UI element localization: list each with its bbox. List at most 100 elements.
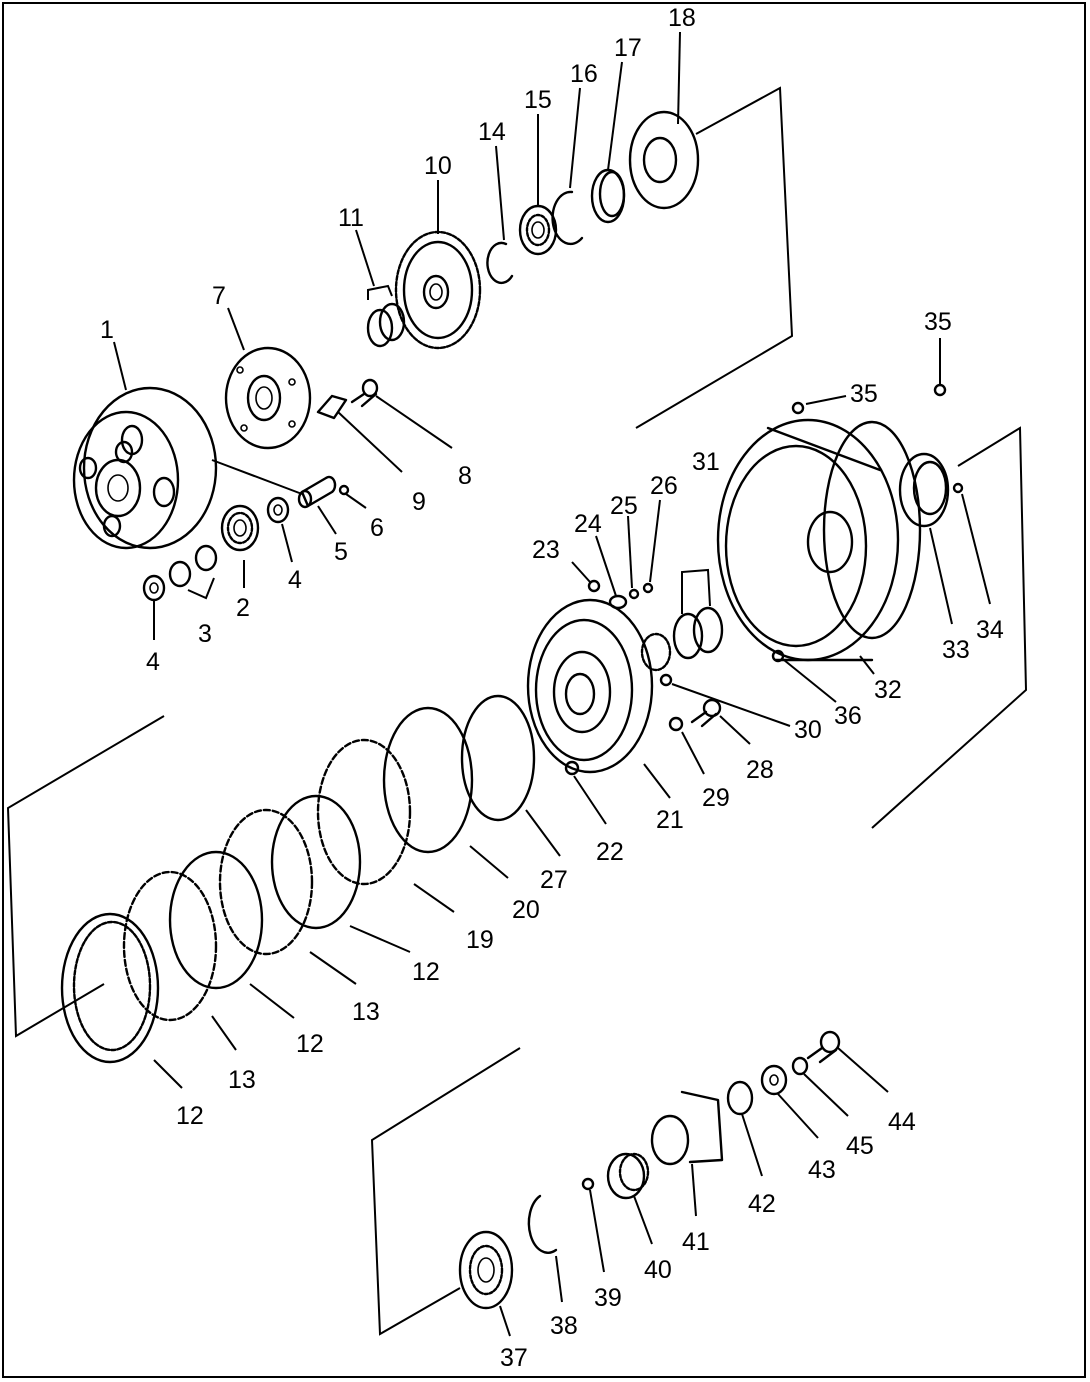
part-28-bolt xyxy=(690,698,722,728)
callout-12-a: 12 xyxy=(176,1102,204,1130)
callout-4-b: 4 xyxy=(288,566,302,594)
part-14-snap-ring xyxy=(486,241,514,285)
callout-29: 29 xyxy=(702,784,730,812)
callout-30: 30 xyxy=(794,716,822,744)
callout-14: 14 xyxy=(478,118,506,146)
callout-17: 17 xyxy=(614,34,642,62)
callout-2: 2 xyxy=(236,594,250,622)
part-20-ring xyxy=(382,706,474,854)
part-31-seal-rings xyxy=(672,568,724,660)
part-17-seal-ring xyxy=(590,168,626,224)
callout-42: 42 xyxy=(748,1190,776,1218)
callout-1: 1 xyxy=(100,316,114,344)
part-18-plate xyxy=(628,110,700,210)
callout-10: 10 xyxy=(424,152,452,180)
part-44-bolt xyxy=(806,1030,841,1064)
part-4-thrust-washers xyxy=(142,496,290,602)
callout-13-a: 13 xyxy=(228,1066,256,1094)
callout-33: 33 xyxy=(942,636,970,664)
callout-12-c: 12 xyxy=(412,958,440,986)
callout-36: 36 xyxy=(834,702,862,730)
part-40-coupling xyxy=(606,1152,650,1200)
callout-layer: 1 2 3 4 4 5 6 7 8 9 10 11 12 xyxy=(100,4,1004,1372)
part-24-spring xyxy=(608,594,628,610)
callout-9: 9 xyxy=(412,488,426,516)
part-37-bearing xyxy=(458,1230,514,1310)
part-39-ball xyxy=(581,1177,595,1191)
callout-27: 27 xyxy=(540,866,568,894)
callout-24: 24 xyxy=(574,510,602,538)
callout-16: 16 xyxy=(570,60,598,88)
callout-7: 7 xyxy=(212,282,226,310)
callout-37: 37 xyxy=(500,1344,528,1372)
callout-22: 22 xyxy=(596,838,624,866)
part-22-plug xyxy=(564,760,580,776)
part-11-bearing xyxy=(366,284,406,348)
callout-39: 39 xyxy=(594,1284,622,1312)
part-26-plug xyxy=(642,582,654,594)
callout-3: 3 xyxy=(198,620,212,648)
part-9-lock-plate xyxy=(316,394,348,420)
part-23-plug xyxy=(587,579,601,593)
part-7-carrier-plate xyxy=(224,346,312,450)
callout-28: 28 xyxy=(746,756,774,784)
callout-31: 31 xyxy=(692,448,720,476)
part-25-ball xyxy=(628,588,640,600)
callout-41: 41 xyxy=(682,1228,710,1256)
part-12-plate-rear xyxy=(270,794,362,930)
part-38-snap-ring xyxy=(527,1194,558,1254)
part-1-carrier-housing xyxy=(72,386,218,550)
part-45-lock-washer xyxy=(791,1056,809,1076)
part-36-plug xyxy=(771,649,785,663)
part-10-ring-gear xyxy=(394,230,482,350)
part-12-plate-mid xyxy=(168,850,264,990)
callout-40: 40 xyxy=(644,1256,672,1284)
callout-5: 5 xyxy=(334,538,348,566)
part-12-plate-front xyxy=(60,912,160,1064)
part-34-pin xyxy=(952,482,964,494)
callout-45: 45 xyxy=(846,1132,874,1160)
part-42-o-ring xyxy=(726,1080,754,1116)
callout-20: 20 xyxy=(512,896,540,924)
callout-32: 32 xyxy=(874,676,902,704)
callout-18: 18 xyxy=(668,4,696,32)
callout-21: 21 xyxy=(656,806,684,834)
callout-6: 6 xyxy=(370,514,384,542)
part-5-shaft xyxy=(211,459,337,509)
callout-34: 34 xyxy=(976,616,1004,644)
part-32-case xyxy=(716,418,922,662)
callout-13-b: 13 xyxy=(352,998,380,1026)
callout-25: 25 xyxy=(610,492,638,520)
part-30-plug xyxy=(659,673,673,687)
part-41-flange xyxy=(650,1090,724,1166)
part-13-disc-rear xyxy=(218,808,314,956)
part-2-pinion-gear xyxy=(220,504,260,552)
callout-23: 23 xyxy=(532,536,560,564)
part-19-disc xyxy=(316,738,412,886)
callout-19: 19 xyxy=(466,926,494,954)
callout-43: 43 xyxy=(808,1156,836,1184)
clutch-pack xyxy=(60,694,536,1064)
part-16-snap-ring xyxy=(551,190,584,246)
part-33-oil-seal xyxy=(898,452,950,528)
callout-26: 26 xyxy=(650,472,678,500)
part-35-plug-a xyxy=(791,401,805,415)
callout-15: 15 xyxy=(524,86,552,114)
callout-35-a: 35 xyxy=(850,380,878,408)
part-15-ball-bearing xyxy=(518,204,558,256)
callout-4-a: 4 xyxy=(146,648,160,676)
part-13-disc-front xyxy=(122,870,218,1022)
part-35-plug-b xyxy=(933,383,947,397)
callout-11: 11 xyxy=(338,204,364,232)
callout-35-b: 35 xyxy=(924,308,952,336)
part-29-washer xyxy=(668,716,684,732)
callout-38: 38 xyxy=(550,1312,578,1340)
group-bracket-lines xyxy=(6,86,1028,1336)
part-21-piston-housing xyxy=(526,598,672,774)
part-3-needle-bearings xyxy=(168,544,218,600)
part-8-bolt xyxy=(350,378,379,408)
part-43-washer xyxy=(760,1064,788,1096)
